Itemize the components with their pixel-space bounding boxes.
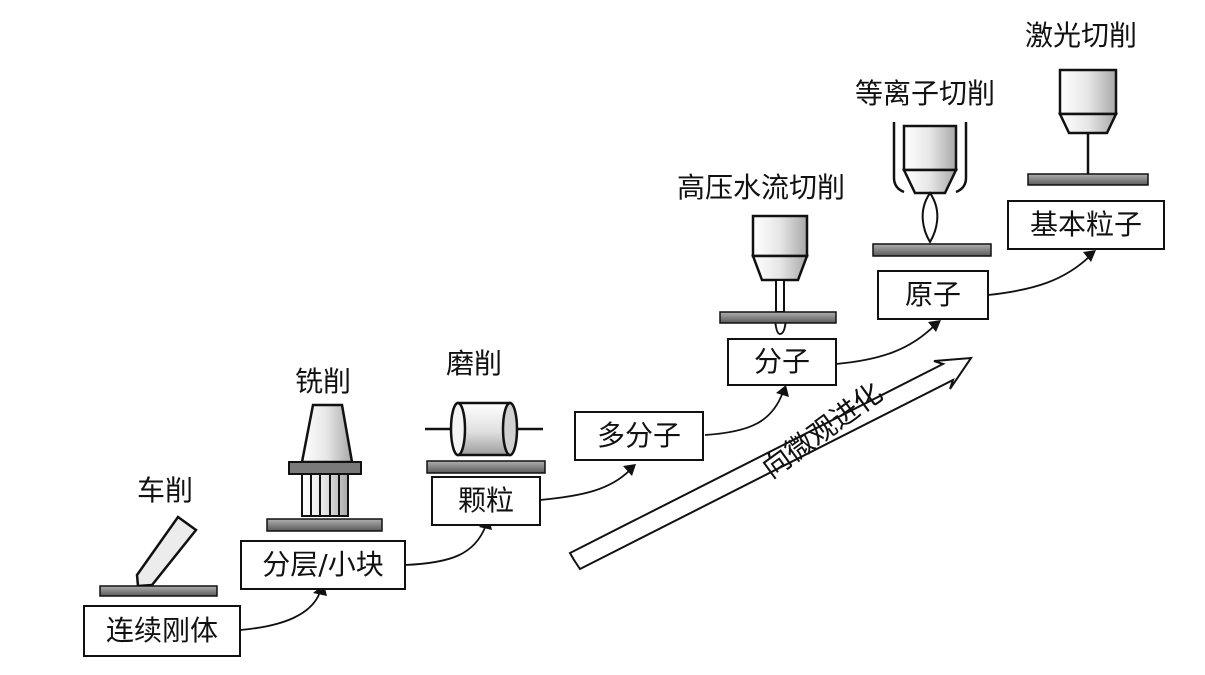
trend-arrow-icon <box>568 356 973 571</box>
connector-arrow <box>239 591 321 631</box>
process-label-waterjet: 高压水流切削 <box>677 171 846 204</box>
level-box-layered: 分层/小块 <box>240 540 406 590</box>
connector-arrow <box>835 324 936 365</box>
connector-arrow <box>539 469 631 501</box>
connector-arrow <box>704 391 784 436</box>
connector-arrow <box>404 524 487 566</box>
plasma-torch-icon <box>892 122 968 244</box>
grinding-wheel-icon <box>425 401 543 457</box>
level-box-atom: 原子 <box>877 270 989 320</box>
connector-arrow <box>987 255 1091 296</box>
level-box-elementary: 基本粒子 <box>1007 200 1165 250</box>
workpiece-plate <box>426 460 546 474</box>
level-box-continuous: 连续刚体 <box>83 605 241 657</box>
waterjet-nozzle-icon <box>751 214 809 336</box>
laser-head-icon <box>1058 68 1118 174</box>
workpiece-plate <box>872 243 992 257</box>
connector-arrows <box>239 255 1091 631</box>
workpiece-plate <box>1027 173 1149 186</box>
workpiece-plate <box>719 311 837 324</box>
level-box-multimolecule: 多分子 <box>574 411 704 461</box>
process-label-laser: 激光切削 <box>1025 19 1138 52</box>
process-label-plasma: 等离子切削 <box>855 77 996 110</box>
milling-cutter-icon <box>288 403 362 517</box>
level-box-molecule: 分子 <box>727 338 837 386</box>
turning-tool-icon <box>135 515 198 588</box>
process-label-turning: 车削 <box>137 474 194 507</box>
workpiece-plate <box>99 585 218 597</box>
process-label-grinding: 磨削 <box>446 347 503 380</box>
process-label-milling: 铣削 <box>295 365 352 398</box>
level-box-particle: 颗粒 <box>431 476 541 526</box>
workpiece-plate <box>266 518 383 532</box>
